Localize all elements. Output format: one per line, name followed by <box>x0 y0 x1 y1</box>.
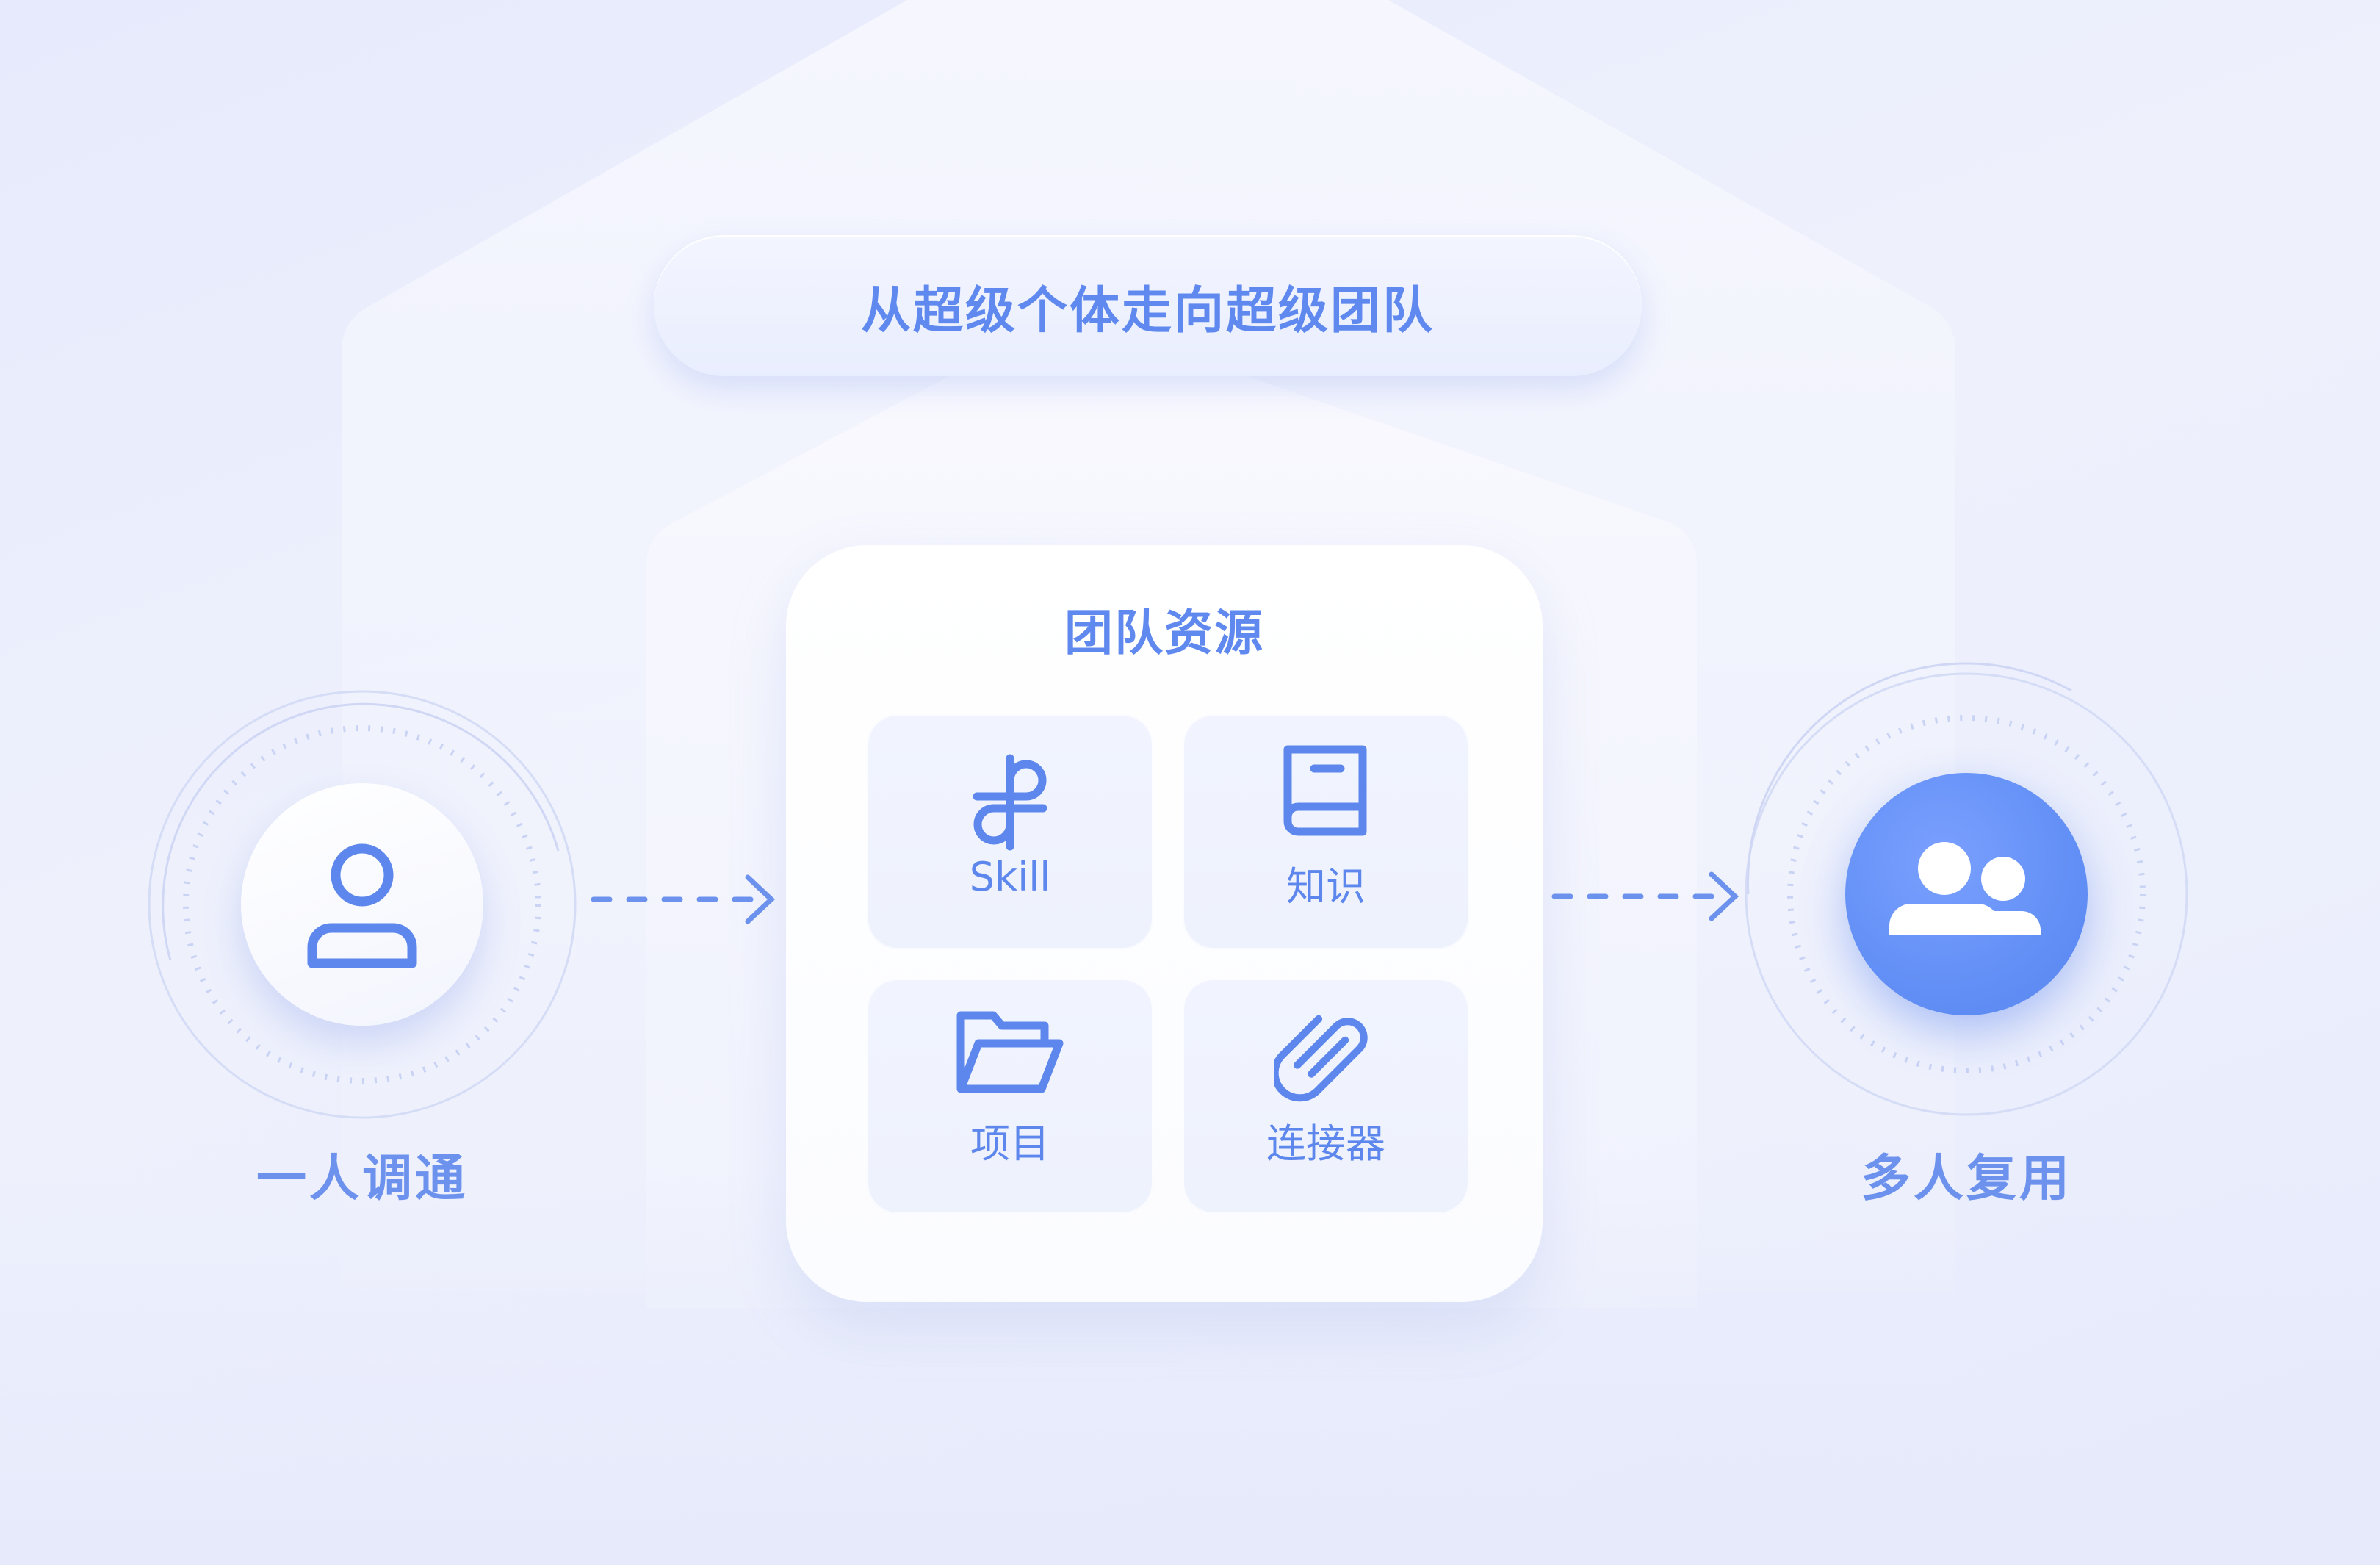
single-user-label: 一人调通 <box>256 1150 468 1208</box>
resource-tile-skill: Skill <box>867 714 1153 949</box>
team-resources-panel: 团队资源 Skill 知识 项目 <box>786 545 1543 1302</box>
resource-tile-connector: 连接器 <box>1183 979 1469 1214</box>
banner-title: 从超级个体走向超级团队 <box>654 235 1642 376</box>
single-user-node <box>241 783 483 1026</box>
arrow-left-to-resources <box>591 874 776 924</box>
resource-label-connector: 连接器 <box>1266 1120 1385 1167</box>
multi-user-node <box>1845 773 2088 1015</box>
resource-tile-project: 项目 <box>867 979 1153 1214</box>
resources-title: 团队资源 <box>1064 605 1264 661</box>
resource-label-skill: Skill <box>969 854 1051 900</box>
left-node-rings <box>148 690 577 1119</box>
skill-icon <box>973 754 1047 851</box>
paperclip-icon <box>1274 1015 1368 1102</box>
users-icon <box>1889 842 2041 935</box>
folder-icon <box>956 1011 1064 1093</box>
right-node-rings <box>1745 662 2188 1116</box>
resource-label-knowledge: 知识 <box>1286 863 1366 910</box>
multi-user-label: 多人复用 <box>1860 1150 2072 1208</box>
resource-tile-knowledge: 知识 <box>1183 714 1469 949</box>
arrow-resources-to-right <box>1551 871 1739 921</box>
resource-label-project: 项目 <box>970 1120 1050 1167</box>
book-icon <box>1283 745 1367 836</box>
user-icon <box>307 843 417 968</box>
